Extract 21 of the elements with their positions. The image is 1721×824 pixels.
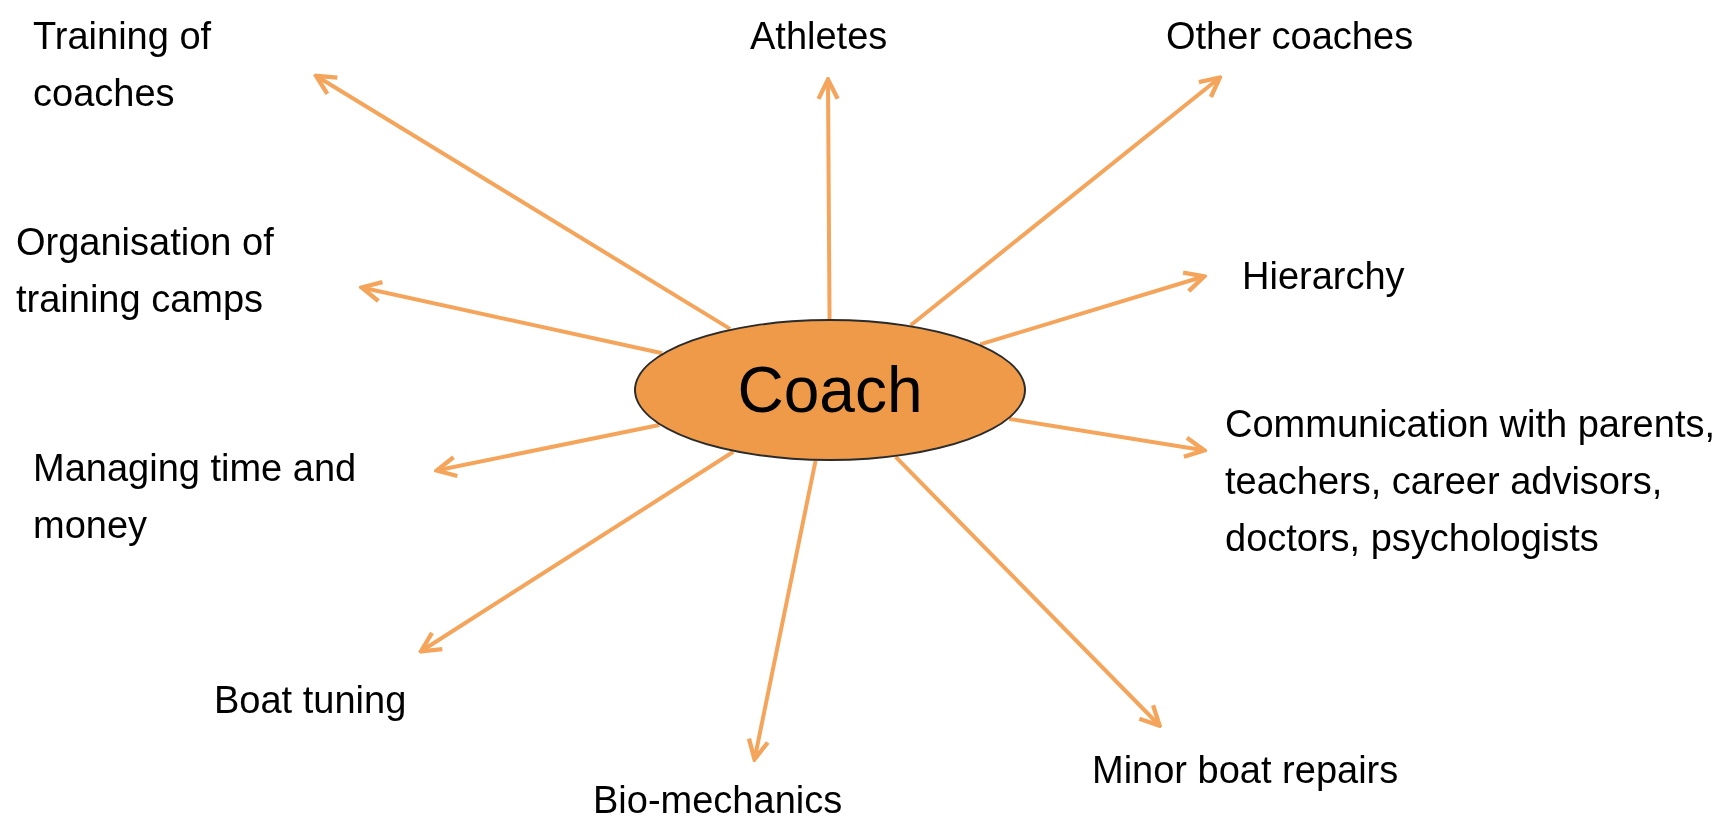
topic-label: Training of coaches (33, 14, 213, 116)
topic-label: Minor boat repairs (1092, 748, 1400, 793)
arrow (1008, 416, 1207, 459)
arrow (746, 460, 818, 762)
topic-label: Hierarchy (1242, 254, 1406, 299)
topic-label: Boat tuning (214, 678, 408, 723)
arrow (313, 73, 732, 331)
topic-label: Organisation of training camps (16, 220, 275, 322)
topic-label: Bio-mechanics (593, 778, 844, 823)
arrow (816, 77, 840, 319)
arrow (979, 270, 1207, 347)
arrow (359, 280, 663, 356)
arrow (894, 455, 1162, 728)
arrow (418, 450, 735, 654)
topic-label: Athletes (750, 14, 889, 59)
topic-label: Communication with parents, teachers, career advisors, doctors, psychologists (1225, 402, 1715, 561)
arrow (909, 75, 1223, 327)
center-label: Coach (736, 354, 924, 426)
topic-label: Managing time and money (33, 446, 358, 548)
topic-label: Other coaches (1166, 14, 1415, 59)
arrow (434, 422, 660, 479)
